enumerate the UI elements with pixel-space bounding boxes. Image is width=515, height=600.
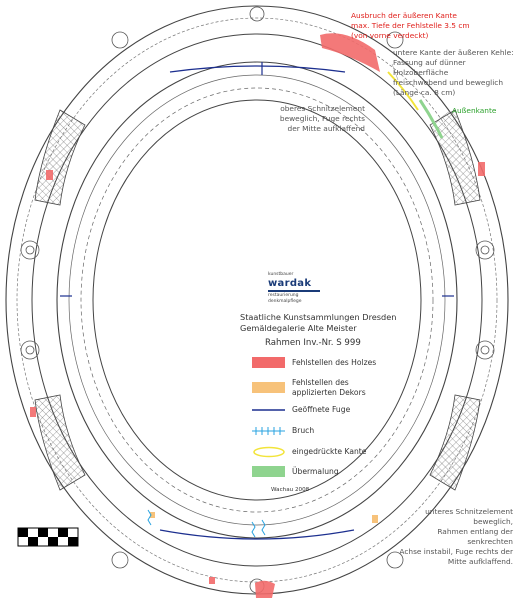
institution-line-1: Staatliche Kunstsammlungen Dresden <box>240 312 397 322</box>
legend-label-wood: Fehlstellen des Holzes <box>292 358 377 367</box>
annotation-top-break: Ausbruch der äußeren Kante max. Tiefe de… <box>351 11 470 40</box>
logo-brand: wardak <box>268 278 312 289</box>
company-logo: kunstbauer wardak restaurierung denkmalp… <box>268 272 328 305</box>
open-joints <box>60 62 454 540</box>
institution-line-2: Gemäldegalerie Alte Meister <box>240 323 357 333</box>
logo-tagline-2: denkmalpflege <box>268 299 302 304</box>
legend-swatch-pressed <box>253 446 285 458</box>
annotation-outer-edge: Außenkante <box>452 106 497 115</box>
frame-id: Rahmen Inv.-Nr. S 999 <box>265 338 361 348</box>
annotation-inner-edge: untere Kante der äußeren Kehle: Fassung … <box>393 48 514 97</box>
damage-wood <box>30 33 485 598</box>
legend-swatch-overpaint <box>252 466 285 477</box>
legend-label-decor: Fehlstellen des applizierten Dekors <box>292 378 366 397</box>
legend-swatch-joint <box>252 409 285 411</box>
carved-band <box>16 17 498 583</box>
annotation-lower-element: unteres Schnitzelement beweglich, Rahmen… <box>399 507 513 566</box>
legend-label-pressed: eingedrückte Kante <box>292 447 367 456</box>
institution: Staatliche Kunstsammlungen Dresden Gemäl… <box>240 312 396 334</box>
legend-swatch-wood <box>252 357 285 368</box>
hatched-panels <box>34 109 481 491</box>
annotation-upper-element: oberes Schnitzelement beweglich, Fuge re… <box>279 104 365 133</box>
inner-frame-outer <box>56 61 458 539</box>
logo-bar <box>268 290 320 292</box>
damage-decor <box>150 512 378 523</box>
pressed-edge <box>387 71 419 111</box>
legend-label-joint: Geöffnete Fuge <box>292 405 351 414</box>
credit: Wachau 2008 <box>271 487 310 493</box>
legend-swatch-break <box>252 427 285 435</box>
legend-label-break: Bruch <box>292 426 315 435</box>
overpaint <box>418 99 444 139</box>
logo-top-text: kunstbauer <box>268 272 294 277</box>
legend-swatch-decor <box>252 382 285 393</box>
breaks <box>147 509 266 538</box>
scale-bar <box>17 527 79 547</box>
logo-tagline-1: restaurierung <box>268 293 299 298</box>
sight-edge <box>92 99 422 501</box>
legend-label-overpaint: Übermalung <box>292 467 339 476</box>
